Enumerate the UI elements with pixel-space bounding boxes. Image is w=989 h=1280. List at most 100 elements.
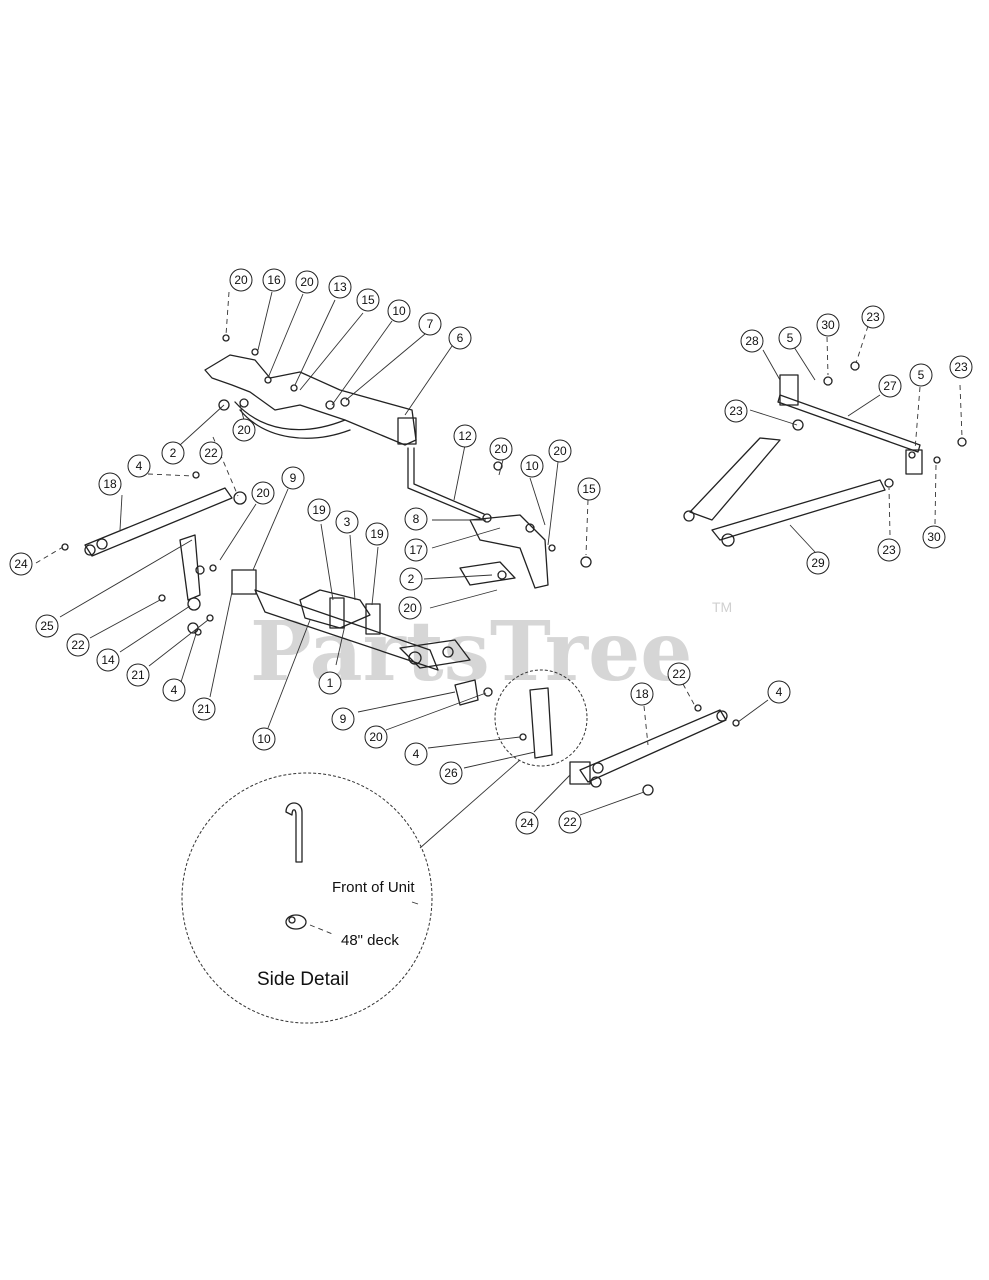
- callout-circle: [318, 671, 342, 695]
- callout-c34: 21: [192, 697, 216, 721]
- callout-number: 20: [369, 730, 383, 744]
- callout-number: 16: [267, 273, 281, 287]
- callout-c15: 9: [281, 466, 305, 490]
- callout-circle: [861, 305, 885, 329]
- callout-c46: 28: [740, 329, 764, 353]
- callout-circle: [162, 678, 186, 702]
- callout-c04: 13: [328, 275, 352, 299]
- callout-c43: 4: [767, 680, 791, 704]
- callout-number: 20: [234, 273, 248, 287]
- callout-circle: [489, 437, 513, 461]
- callout-c48: 30: [816, 313, 840, 337]
- callout-circle: [418, 312, 442, 336]
- callout-number: 26: [444, 766, 458, 780]
- callout-number: 22: [563, 815, 577, 829]
- callout-circle: [127, 454, 151, 478]
- callout-circle: [577, 477, 601, 501]
- callout-circle: [877, 538, 901, 562]
- callout-c24: 19: [307, 498, 331, 522]
- callout-number: 20: [300, 275, 314, 289]
- callout-number: 20: [553, 444, 567, 458]
- callout-circle: [439, 761, 463, 785]
- callout-number: 20: [494, 442, 508, 456]
- callout-c53: 23: [949, 355, 973, 379]
- callout-number: 23: [954, 360, 968, 374]
- callout-c22: 8: [404, 507, 428, 531]
- callout-number: 27: [883, 379, 897, 393]
- callout-circle: [328, 275, 352, 299]
- watermark: PartsTree: [250, 604, 692, 700]
- callout-number: 5: [918, 368, 925, 382]
- callout-circle: [199, 441, 223, 465]
- callout-number: 22: [672, 667, 686, 681]
- callout-number: 4: [776, 685, 783, 699]
- center-shaft: [158, 534, 471, 671]
- callout-number: 15: [361, 293, 375, 307]
- callout-number: 24: [520, 816, 534, 830]
- callout-c39: 4: [404, 742, 428, 766]
- callout-circle: [96, 648, 120, 672]
- callout-circle: [9, 552, 33, 576]
- callout-circle: [520, 454, 544, 478]
- callout-c37: 9: [331, 707, 355, 731]
- callout-c38: 20: [364, 725, 388, 749]
- callout-number: 4: [171, 683, 178, 697]
- callout-circle: [878, 374, 902, 398]
- callout-number: 14: [101, 653, 115, 667]
- callout-c47: 5: [778, 326, 802, 350]
- callout-number: 15: [582, 482, 596, 496]
- right-rod-18: [569, 704, 740, 796]
- callout-circle: [192, 697, 216, 721]
- callout-number: 23: [729, 404, 743, 418]
- callout-number: 20: [403, 601, 417, 615]
- callout-circle: [331, 707, 355, 731]
- side-detail-title: Side Detail: [257, 969, 349, 990]
- callout-number: 29: [811, 556, 825, 570]
- callout-circle: [667, 662, 691, 686]
- callout-number: 20: [237, 423, 251, 437]
- callout-number: 2: [408, 572, 415, 586]
- callout-c12: 22: [199, 441, 223, 465]
- callout-c55: 30: [922, 525, 946, 549]
- callout-circle: [295, 270, 319, 294]
- callout-circle: [558, 810, 582, 834]
- callout-c45: 22: [558, 810, 582, 834]
- callout-c09: 2: [161, 441, 185, 465]
- callout-c30: 22: [66, 633, 90, 657]
- callout-circle: [404, 538, 428, 562]
- callout-number: 10: [392, 304, 406, 318]
- callout-c10: 20: [232, 418, 256, 442]
- callout-circle: [98, 472, 122, 496]
- callout-number: 6: [457, 331, 464, 345]
- side-detail-small: [494, 669, 588, 767]
- callout-c36: 10: [252, 727, 276, 751]
- top-bracket-assembly: [204, 334, 417, 446]
- callout-circle: [229, 268, 253, 292]
- callout-circle: [335, 510, 359, 534]
- callout-number: 20: [256, 486, 270, 500]
- callout-c35: 1: [318, 671, 342, 695]
- callout-c19: 10: [520, 454, 544, 478]
- callout-c41: 18: [630, 682, 654, 706]
- callout-c23: 17: [404, 538, 428, 562]
- callout-number: 25: [40, 619, 54, 633]
- callout-circle: [365, 522, 389, 546]
- callout-c05: 15: [356, 288, 380, 312]
- callout-c14: 20: [251, 481, 275, 505]
- callout-circle: [262, 268, 286, 292]
- callout-number: 8: [413, 512, 420, 526]
- callout-c56: 29: [806, 551, 830, 575]
- callout-circle: [387, 299, 411, 323]
- callout-number: 18: [103, 477, 117, 491]
- callout-circle: [949, 355, 973, 379]
- callout-c49: 23: [861, 305, 885, 329]
- callout-circle: [404, 742, 428, 766]
- callout-number: 19: [370, 527, 384, 541]
- callout-number: 30: [927, 530, 941, 544]
- callout-circle: [740, 329, 764, 353]
- callout-c33: 4: [162, 678, 186, 702]
- callout-c02: 16: [262, 268, 286, 292]
- callout-c27: 2: [399, 567, 423, 591]
- side-detail: Front of Unit 48" deck Side Detail: [181, 772, 433, 1024]
